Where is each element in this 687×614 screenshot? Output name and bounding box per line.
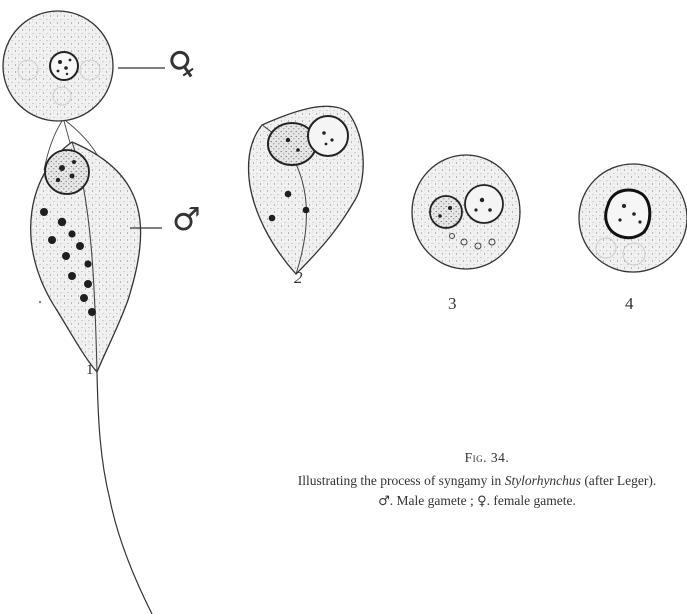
- caption-desc-start: Illustrating the process of syngamy in: [298, 473, 505, 488]
- female-key-text: . female gamete.: [487, 493, 576, 508]
- male-key-icon: ♂: [378, 494, 390, 509]
- stage-2-cell: [249, 106, 364, 274]
- figure-label-3: 3: [448, 294, 457, 314]
- figure-caption: Fig. 34. Illustrating the process of syn…: [268, 450, 686, 509]
- female-gamete-cell: [3, 11, 113, 121]
- male-symbol-icon: ♂: [172, 200, 201, 238]
- female-nucleus: [50, 52, 78, 80]
- speck: [39, 301, 41, 303]
- stage-3-cell: [412, 155, 520, 269]
- male-gamete-cell: [31, 142, 141, 372]
- figure-label-1: 1: [86, 362, 94, 379]
- figure-label-2: 2: [294, 268, 303, 288]
- caption-key: ♂. Male gamete ; ♀. female gamete.: [268, 493, 686, 509]
- flagellum: [97, 372, 152, 614]
- female-key-icon: ♀: [477, 494, 487, 509]
- caption-genus: Stylorhynchus: [505, 473, 581, 488]
- figure-label-4: 4: [625, 294, 634, 314]
- stage-4-cell: [579, 164, 687, 272]
- caption-title: Fig. 34.: [288, 450, 686, 465]
- caption-desc-end: (after Leger).: [581, 473, 656, 488]
- male-nucleus: [45, 150, 89, 194]
- caption-description: Illustrating the process of syngamy in S…: [268, 473, 686, 488]
- male-key-text: . Male gamete ;: [390, 493, 477, 508]
